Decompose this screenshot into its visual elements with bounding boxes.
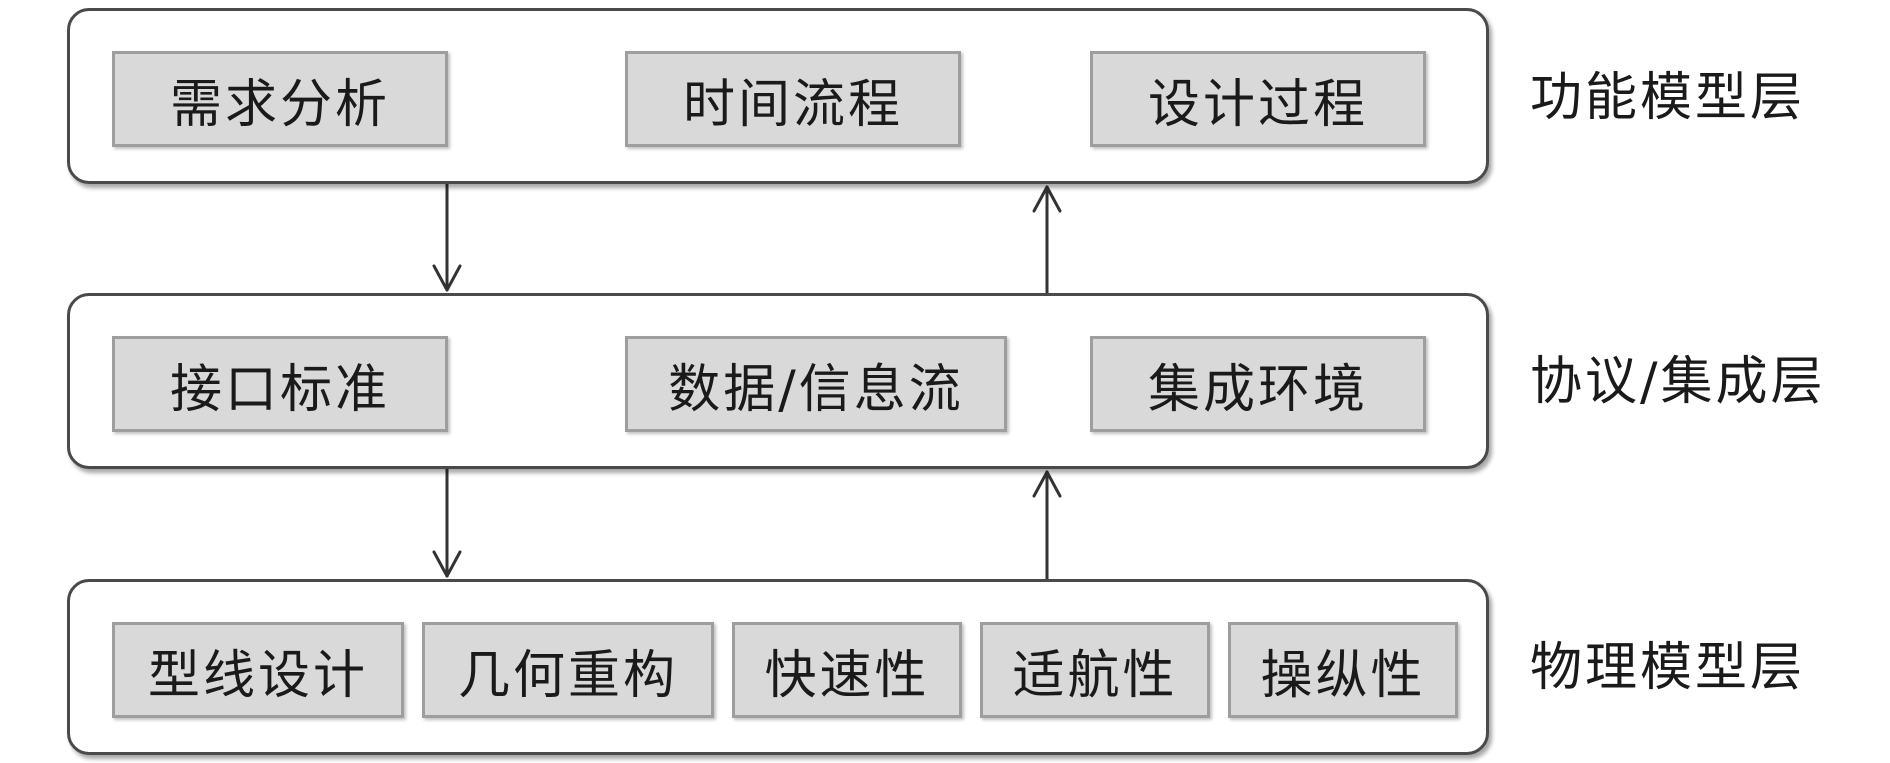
maneuverability-box: 操纵性 xyxy=(1228,622,1458,718)
physical-model-layer-label: 物理模型层 xyxy=(1530,638,1806,698)
arrow-up-physical-to-protocol xyxy=(1032,470,1062,581)
function-model-layer: 需求分析 时间流程 设计过程 xyxy=(67,8,1489,184)
arrow-up-protocol-to-function xyxy=(1032,185,1062,295)
geometry-reconstruction-box: 几何重构 xyxy=(422,622,714,718)
design-process-box: 设计过程 xyxy=(1090,51,1426,147)
function-model-layer-label: 功能模型层 xyxy=(1530,68,1806,128)
requirements-analysis-box: 需求分析 xyxy=(112,51,448,147)
protocol-integration-layer-label: 协议/集成层 xyxy=(1530,352,1826,412)
integration-environment-box: 集成环境 xyxy=(1090,336,1426,432)
arrow-down-function-to-protocol xyxy=(432,182,462,292)
seaworthiness-box: 适航性 xyxy=(980,622,1210,718)
protocol-integration-layer: 接口标准 数据/信息流 集成环境 xyxy=(67,293,1489,469)
hull-line-design-box: 型线设计 xyxy=(112,622,404,718)
arrow-down-protocol-to-physical xyxy=(432,467,462,578)
time-flow-box: 时间流程 xyxy=(625,51,961,147)
data-information-flow-box: 数据/信息流 xyxy=(625,336,1007,432)
rapidity-box: 快速性 xyxy=(732,622,962,718)
interface-standard-box: 接口标准 xyxy=(112,336,448,432)
physical-model-layer: 型线设计 几何重构 快速性 适航性 操纵性 xyxy=(67,579,1489,755)
